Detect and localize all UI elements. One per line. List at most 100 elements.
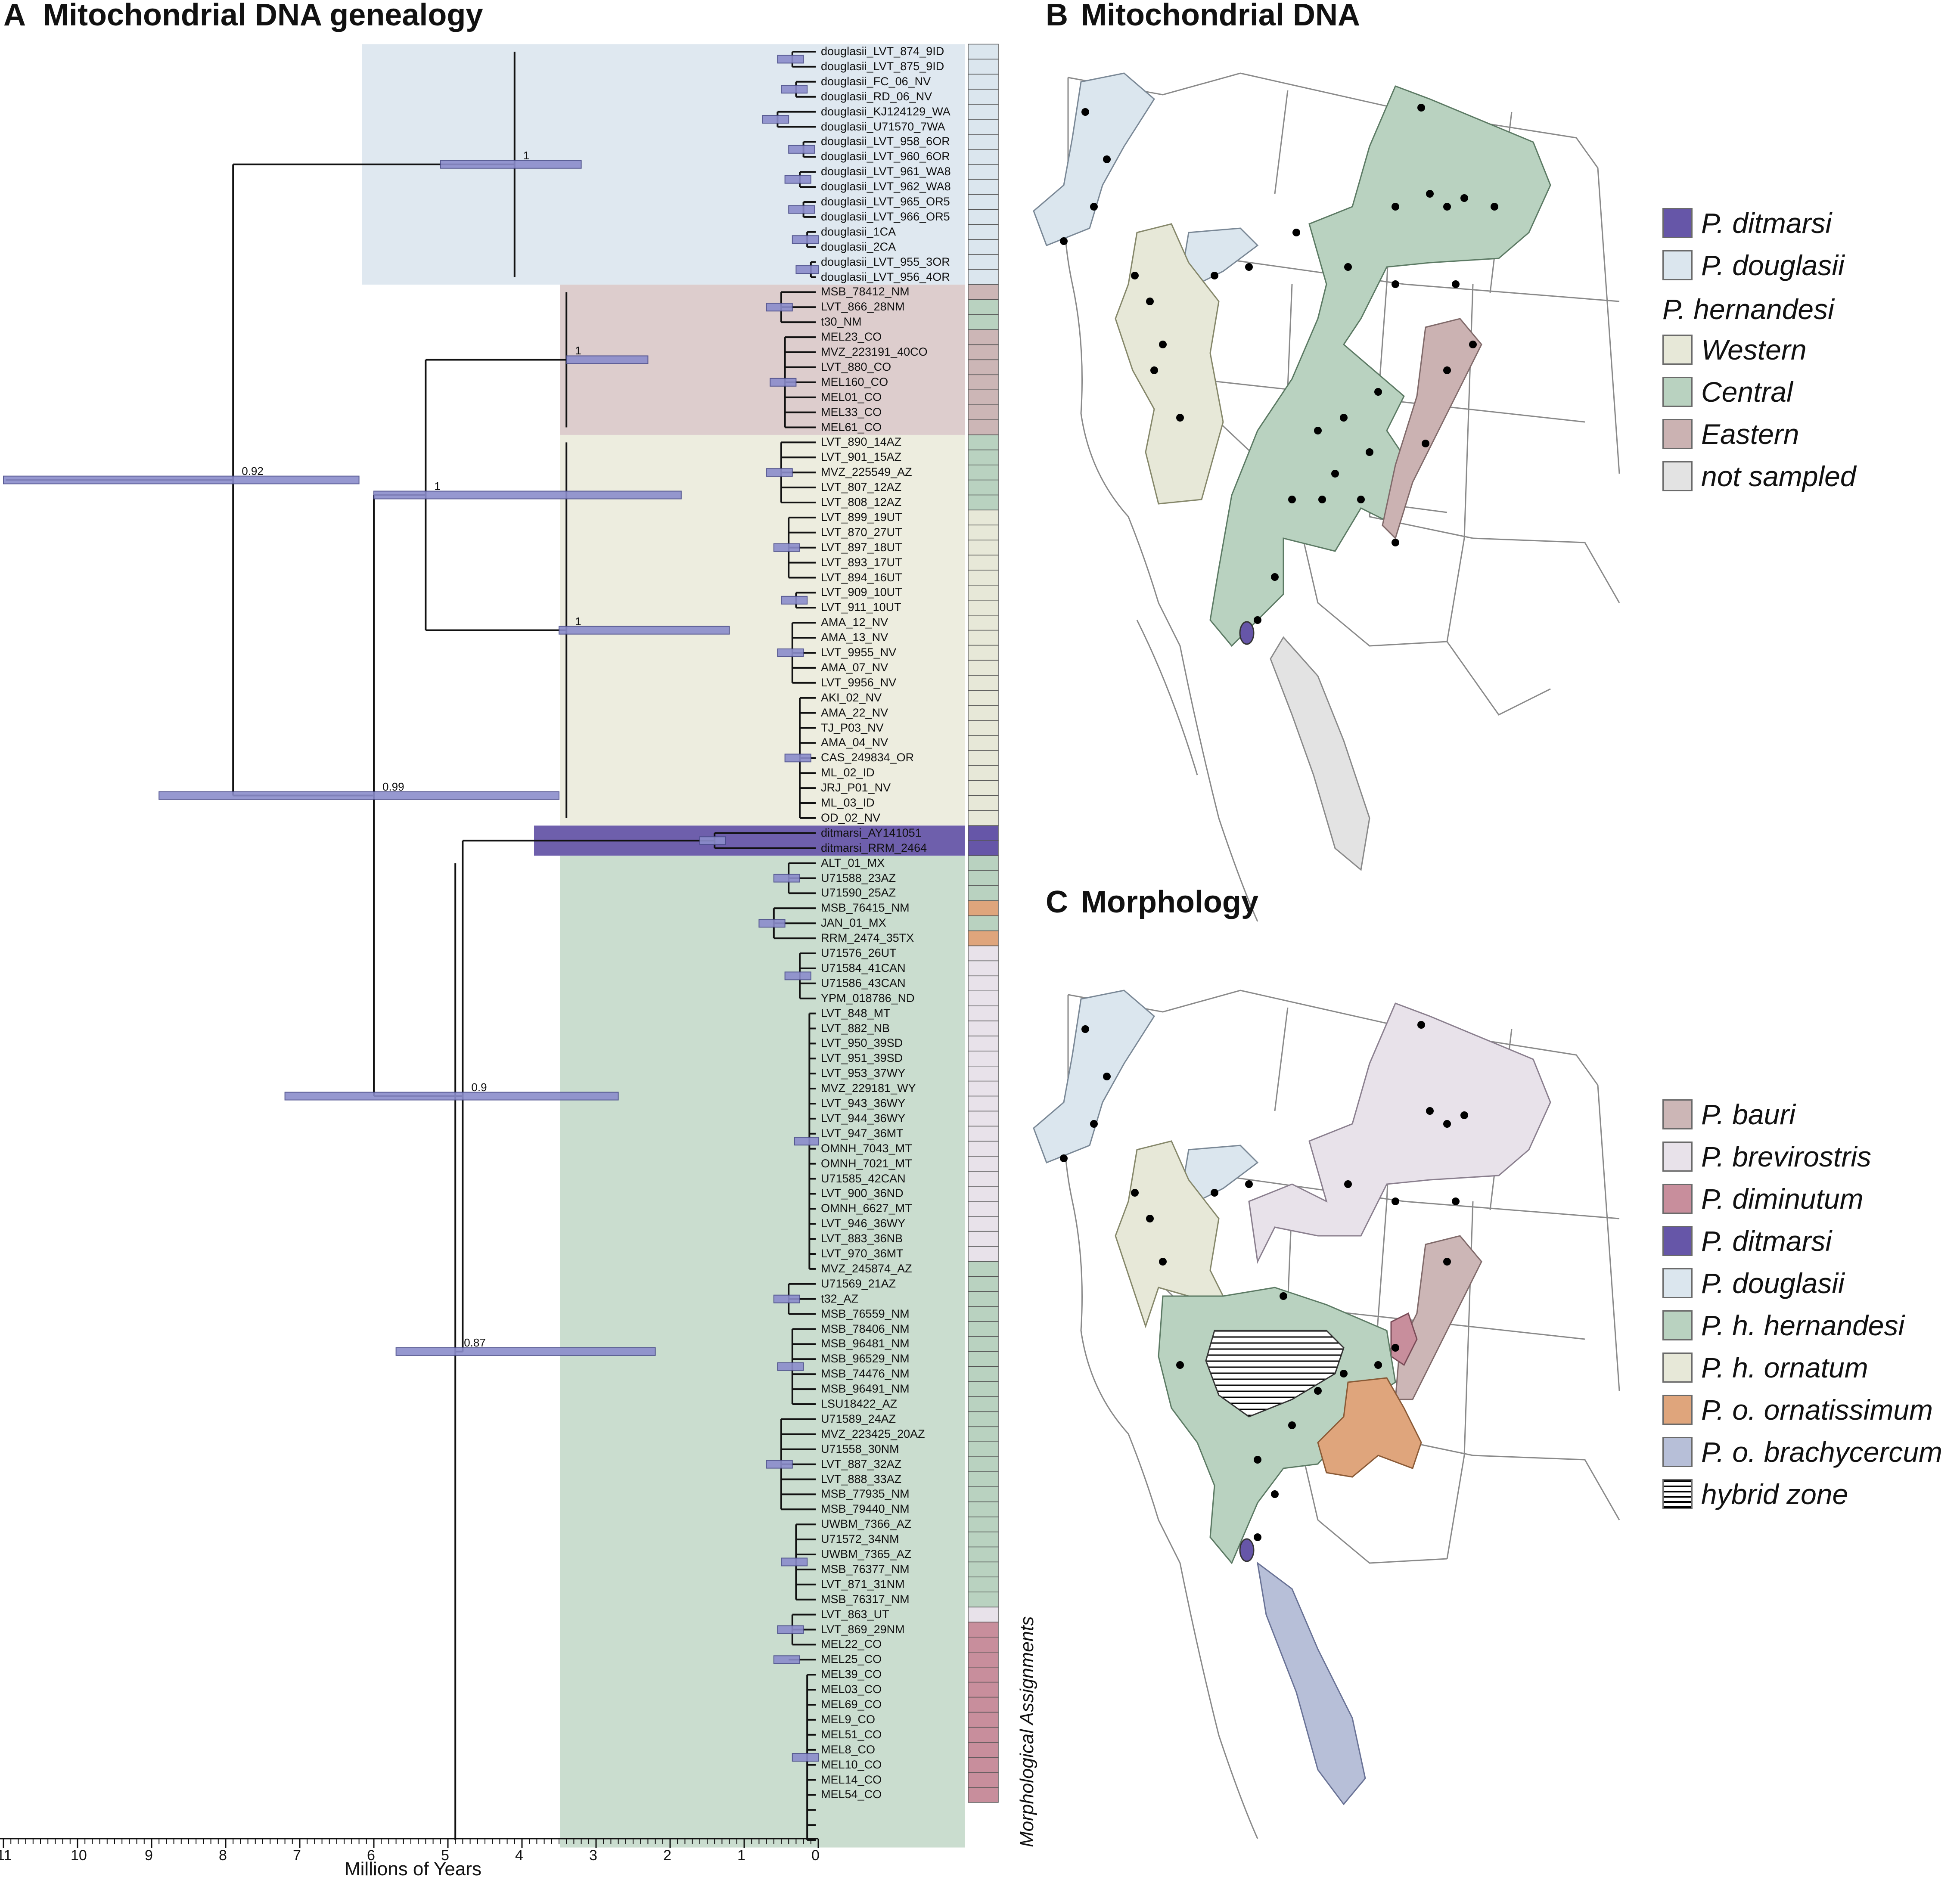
tip-label: CAS_249834_OR [821, 751, 914, 764]
support-value: 1 [575, 614, 581, 628]
legend-swatch [1662, 1353, 1693, 1383]
morph-box [968, 1772, 999, 1788]
group-hpd-bar [773, 1655, 801, 1664]
morph-box [968, 314, 999, 330]
group-hpd-bar [777, 648, 804, 657]
tip-label: LSU18422_AZ [821, 1397, 898, 1410]
legend-item: P. douglasii [1662, 1267, 1845, 1300]
tip-label: LVT_911_10UT [821, 601, 901, 614]
tip-label: MEL8_CO [821, 1743, 876, 1756]
tip-label: ALT_01_MX [821, 856, 885, 869]
tip-label: LVT_848_MT [821, 1006, 891, 1020]
legend-label: P. o. brachycercum [1701, 1436, 1943, 1468]
legend-swatch [1662, 1268, 1693, 1298]
legend-item: hybrid zone [1662, 1478, 1848, 1511]
morph-box [968, 1231, 999, 1247]
morph-box [968, 1727, 999, 1743]
tip-label: MSB_96491_NM [821, 1382, 910, 1396]
morph-box [968, 690, 999, 706]
tip-label: LVT_909_10UT [821, 586, 902, 599]
group-hpd-bar [762, 115, 789, 124]
legend-swatch [1662, 377, 1693, 407]
legend-header: P. hernandesi [1662, 293, 1834, 325]
morph-box [968, 750, 999, 766]
legend-swatch [1662, 1479, 1693, 1509]
tip-label: MEL01_CO [821, 390, 882, 403]
morph-box [968, 254, 999, 270]
legend-item: Eastern [1662, 418, 1799, 450]
panel-c: C Morphology [1016, 885, 1960, 1883]
legend-label: P. o. ornatissimum [1701, 1394, 1933, 1426]
legend-swatch [1662, 1310, 1693, 1340]
morph-box [968, 870, 999, 886]
morph-box [968, 840, 999, 856]
tip-label: MEL10_CO [821, 1758, 882, 1771]
morph-box [968, 465, 999, 481]
legend-label: Western [1701, 334, 1807, 366]
morph-box [968, 900, 999, 916]
morph-box [968, 600, 999, 616]
tip-label: LVT_807_12AZ [821, 481, 902, 494]
tip-label: douglasii_LVT_965_OR5 [821, 195, 950, 208]
tip-label: LVT_863_UT [821, 1607, 889, 1621]
morph-box [968, 1291, 999, 1307]
tip-label: LVT_883_36NB [821, 1232, 903, 1245]
morph-box [968, 915, 999, 931]
morph-box [968, 284, 999, 300]
group-hpd-bar [788, 145, 815, 154]
tip-label: MSB_76377_NM [821, 1562, 910, 1576]
morph-box [968, 1757, 999, 1773]
range-douglasii-c [1033, 990, 1155, 1163]
morph-box [968, 675, 999, 691]
west-hpd-bar [559, 626, 730, 635]
morph-box [968, 1697, 999, 1713]
sample-points-c [1060, 1021, 1468, 1541]
tip-label: douglasii_U71570_7WA [821, 120, 945, 133]
morph-box [968, 720, 999, 736]
range-ditmarsi [1239, 621, 1255, 645]
support-value: 1 [434, 479, 441, 493]
morph-box [968, 1336, 999, 1352]
morph-box [968, 540, 999, 555]
legend-label: P. diminutum [1701, 1183, 1864, 1215]
morph-box [968, 615, 999, 631]
morph-box [968, 1005, 999, 1021]
group-hpd-bar [784, 754, 811, 763]
map-morphology [1033, 990, 1620, 1839]
group-hpd-bar [777, 55, 804, 64]
morph-box [968, 1471, 999, 1487]
morph-box [968, 179, 999, 195]
tip-label: t30_NM [821, 315, 862, 329]
tip-label: MSB_96481_NM [821, 1337, 910, 1350]
support-value: 0.87 [464, 1336, 486, 1349]
morph-box [968, 404, 999, 420]
morph-box [968, 1306, 999, 1322]
morph-box [968, 329, 999, 345]
group-hpd-bar [773, 1294, 801, 1303]
morph-box [968, 1561, 999, 1578]
rest-hpd-bar [158, 791, 559, 800]
morph-box [968, 930, 999, 946]
morph-box [968, 43, 999, 60]
morph-box [968, 705, 999, 721]
legend-item: P. o. ornatissimum [1662, 1393, 1933, 1426]
morph-box [968, 795, 999, 811]
panel-b-letter: B [1046, 0, 1068, 32]
tip-label: MSB_96529_NM [821, 1352, 910, 1365]
morph-box [968, 224, 999, 240]
morph-box [968, 134, 999, 150]
morph-box [968, 1095, 999, 1112]
morph-box [968, 1742, 999, 1758]
morph-box [968, 1501, 999, 1517]
morph-box [968, 149, 999, 165]
axis-tick-label: 11 [0, 1847, 12, 1864]
legend-swatch [1662, 250, 1693, 280]
panel-a-title: Mitochondrial DNA genealogy [43, 0, 483, 32]
axis-tick-label: 9 [145, 1847, 153, 1864]
morph-box [968, 1156, 999, 1172]
range-eastern [1382, 318, 1482, 540]
legend-item: not sampled [1662, 460, 1856, 493]
morph-box [968, 960, 999, 977]
morph-box [968, 1531, 999, 1548]
tip-label: MEL54_CO [821, 1788, 882, 1801]
